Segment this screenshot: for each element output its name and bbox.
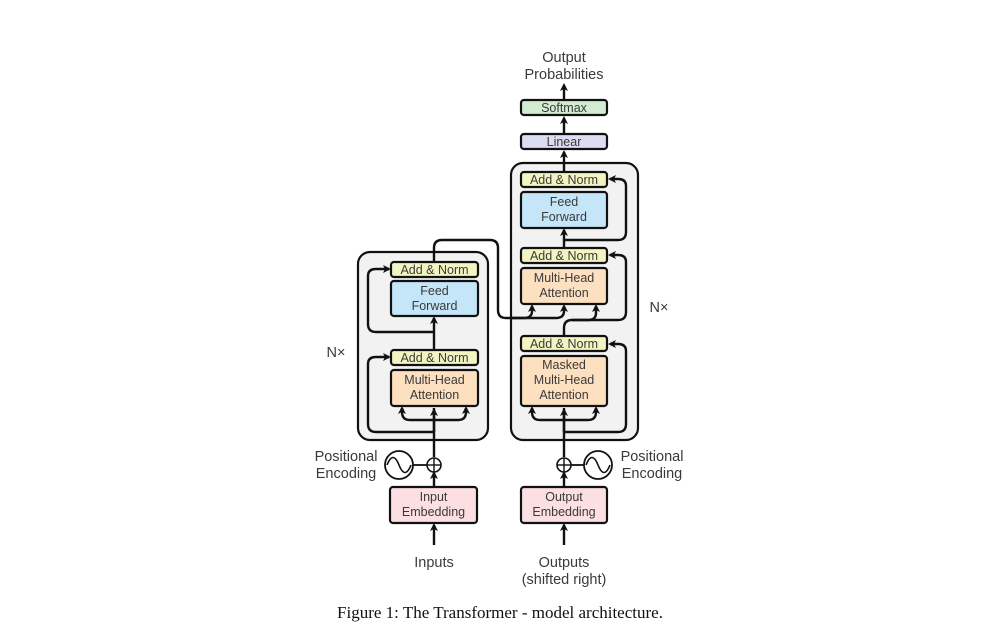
decoder-masked-label-1: Masked xyxy=(542,358,586,372)
output-embedding xyxy=(519,485,609,525)
decoder-masked-multi-head-attention xyxy=(519,354,609,408)
outputs-label-2: (shifted right) xyxy=(522,572,607,588)
decoder-masked-label-3: Attention xyxy=(539,388,588,402)
decoder-add-norm-mid xyxy=(519,246,609,265)
decoder-residual-3 xyxy=(564,175,628,242)
figure-caption: Figure 1: The Transformer - model archit… xyxy=(337,603,663,622)
encoder-add-norm-bottom-label: Add & Norm xyxy=(400,351,468,365)
encoder-residual-2 xyxy=(366,265,434,334)
decoder-masked-k-arrow xyxy=(528,406,564,422)
decoder-masked-q-arrow xyxy=(564,406,600,422)
linear-label: Linear xyxy=(547,135,582,149)
encoder-multi-head-attention xyxy=(389,368,480,408)
decoder-add-norm-mid-label: Add & Norm xyxy=(530,249,598,263)
decoder-attn-label-2: Attention xyxy=(539,286,588,300)
decoder-repeat-label: N× xyxy=(650,300,669,316)
output-embedding-label-2: Embedding xyxy=(532,505,595,519)
linear-box xyxy=(519,132,609,151)
encoder-attn-label-2: Attention xyxy=(410,388,459,402)
decoder-add-norm-top xyxy=(519,170,609,189)
output-embedding-label-1: Output xyxy=(545,490,583,504)
decoder-residual-2 xyxy=(572,251,628,322)
encoder-attn-q-arrow xyxy=(434,406,470,422)
output-prob-label-1: Output xyxy=(542,50,586,66)
encoder-attn-k-arrow xyxy=(398,406,435,422)
outputs-label-1: Outputs xyxy=(539,555,590,571)
decoder-add-norm-bottom-label: Add & Norm xyxy=(530,337,598,351)
decoder-ff-label-1: Feed xyxy=(550,195,579,209)
decoder-masked-label-2: Multi-Head xyxy=(534,373,594,387)
input-embedding-label-1: Input xyxy=(420,490,448,504)
encoder-output-v-arrow xyxy=(510,304,568,320)
decoder-residual-1 xyxy=(564,340,628,434)
input-embedding-label-2: Embedding xyxy=(402,505,465,519)
encoder-residual-1 xyxy=(366,353,434,434)
softmax-box xyxy=(519,98,609,117)
decoder-attn-label-1: Multi-Head xyxy=(534,271,594,285)
decoder-multi-head-attention xyxy=(519,266,609,306)
encoder-ff-label-1: Feed xyxy=(420,284,449,298)
softmax-label: Softmax xyxy=(541,101,588,115)
input-embedding xyxy=(388,485,479,525)
encoder-feed-forward xyxy=(389,279,480,318)
encoder-add-norm-top-label: Add & Norm xyxy=(400,263,468,277)
encoder-repeat-label: N× xyxy=(327,345,346,361)
decoder-feed-forward xyxy=(519,190,609,230)
encoder-add-norm-bottom xyxy=(389,348,480,367)
decoder-pe-label-1: Positional xyxy=(621,449,684,465)
decoder-pe-label-2: Encoding xyxy=(622,466,682,482)
transformer-diagram: Add & Norm Feed Forward Add & Norm Multi… xyxy=(315,50,684,588)
encoder-ff-label-2: Forward xyxy=(412,299,458,313)
decoder-add-norm-bottom xyxy=(519,334,609,353)
output-prob-label-2: Probabilities xyxy=(525,67,604,83)
encoder-add-norm-top xyxy=(389,260,480,279)
decoder-ff-label-2: Forward xyxy=(541,210,587,224)
encoder-attn-label-1: Multi-Head xyxy=(404,373,464,387)
encoder-pe-label-2: Encoding xyxy=(316,466,376,482)
decoder-add-norm-top-label: Add & Norm xyxy=(530,173,598,187)
encoder-pe-label-1: Positional xyxy=(315,449,378,465)
inputs-label: Inputs xyxy=(414,555,454,571)
